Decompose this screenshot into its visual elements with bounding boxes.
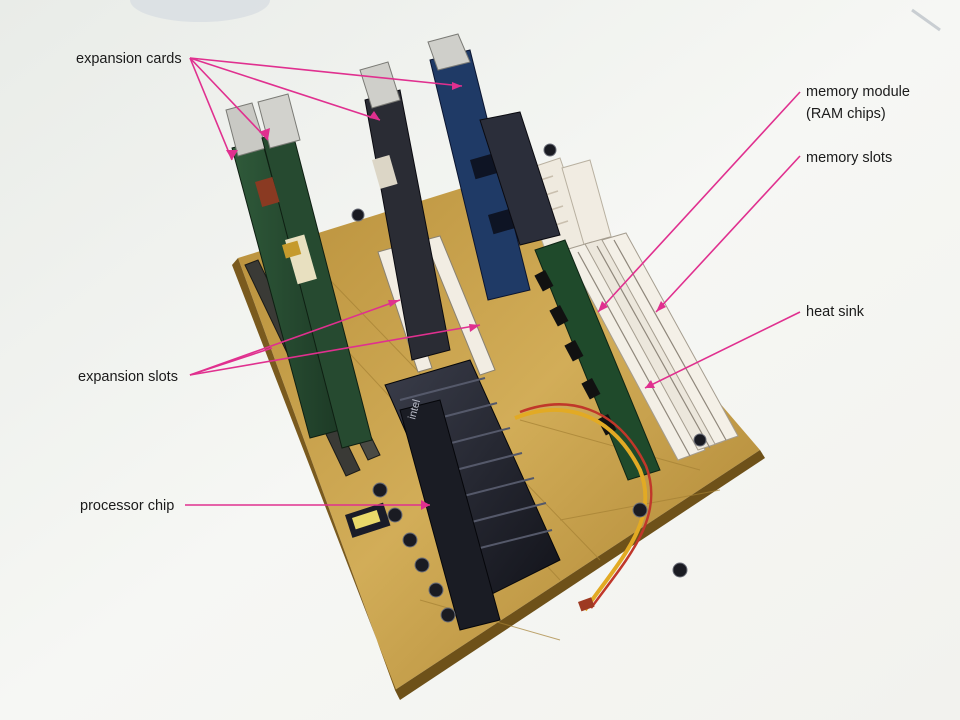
label-expansion-slots: expansion slots: [78, 369, 178, 385]
arrowhead-4: [452, 82, 462, 90]
label-processor-chip: processor chip: [80, 498, 174, 514]
leader-expansion-slots-1: [189, 299, 401, 376]
leader-lines: [185, 57, 801, 506]
label-heat-sink: heat sink: [806, 304, 865, 320]
cable-connector: [578, 597, 595, 612]
arrowhead-9: [469, 324, 480, 332]
bios-label: [352, 509, 381, 530]
card-bracket-3: [359, 61, 401, 109]
label-expansion-cards: expansion cards: [76, 51, 182, 67]
card-bracket-4: [427, 33, 471, 71]
arrowhead-5: [598, 301, 608, 312]
arrowhead-6: [656, 301, 666, 312]
ram-module: [534, 239, 661, 481]
board-edge: [232, 258, 400, 700]
cable-red: [519, 403, 653, 609]
arrowhead-10: [421, 500, 430, 510]
card-port: [372, 155, 398, 189]
arrowhead-3: [369, 111, 380, 120]
leader-expansion-cards-3: [189, 57, 381, 121]
expansion-card-group: [225, 33, 561, 449]
card-capacitor: [255, 177, 280, 207]
board-edge-front: [395, 450, 765, 700]
memory-slot-group: [534, 232, 739, 481]
leader-expansion-cards-1: [189, 57, 233, 161]
label-ram-chips: (RAM chips): [806, 106, 886, 122]
card-daughter: [479, 111, 561, 246]
leader-arrowheads: [226, 82, 666, 510]
arrowhead-7: [645, 380, 655, 388]
card-4-chips: [470, 153, 517, 235]
arrowhead-2: [259, 128, 270, 140]
processor-chip: [399, 399, 501, 631]
processor-brand-mark: intel: [406, 398, 423, 421]
capacitors: [351, 143, 707, 623]
cable-yellow: [514, 407, 648, 612]
leader-memory-slots: [655, 155, 801, 313]
leader-memory-module: [597, 91, 801, 313]
card-transformer: [282, 240, 302, 259]
corner-mark: [911, 8, 941, 32]
arrowhead-8: [388, 300, 400, 307]
leader-expansion-slots-2: [189, 347, 273, 376]
leader-heat-sink: [644, 311, 801, 389]
top-left-shade: [130, 0, 270, 22]
label-memory-module: memory module: [806, 84, 910, 100]
processor-assembly: intel: [384, 359, 561, 631]
arrowhead-1: [226, 150, 238, 160]
leader-expansion-cards-4: [189, 57, 463, 87]
label-memory-slots: memory slots: [806, 150, 892, 166]
leader-expansion-cards-2: [189, 57, 269, 141]
leader-expansion-slots-3: [189, 324, 481, 376]
